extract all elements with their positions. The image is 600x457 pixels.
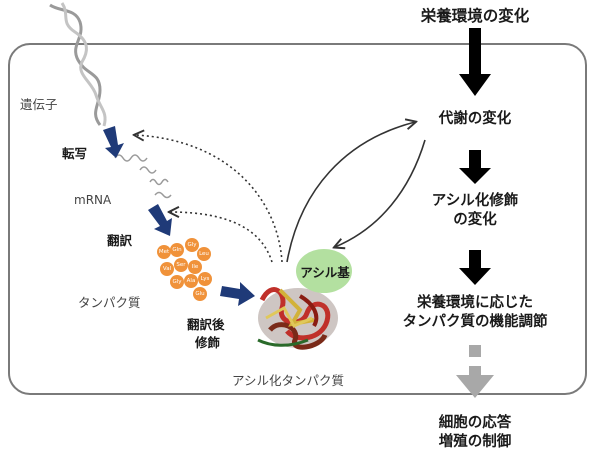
response-line2: 増殖の制御 <box>438 434 512 450</box>
dna-helix-icon <box>49 2 107 127</box>
response-line1: 細胞の応答 <box>438 415 512 431</box>
mrna-strand-icon <box>114 154 172 199</box>
flow-arrows <box>459 28 491 285</box>
amino-acid: Ser <box>174 258 188 272</box>
translation-label: 翻訳 <box>107 233 133 248</box>
amino-acid: Glu <box>193 287 207 301</box>
regulation-line2: タンパク質の機能調節 <box>402 314 548 330</box>
metabolic-change-text: 代謝の変化 <box>438 111 512 127</box>
metabolism-to-acyl-arrow <box>335 139 426 247</box>
amino-acid: Ile <box>188 260 202 274</box>
mrna-label: mRNA <box>74 193 112 207</box>
amino-acid: Leu <box>197 247 211 261</box>
regulation-line1: 栄養環境に応じた <box>417 295 533 311</box>
amino-acid: Lys <box>198 272 212 286</box>
feedback-arrow-to-mrna <box>170 212 273 263</box>
transcription-label: 転写 <box>62 146 88 161</box>
acylated-protein-label: アシル化タンパク質 <box>232 373 345 388</box>
cell-response-label: 細胞の応答 増殖の制御 <box>375 414 575 452</box>
amino-acid: Val <box>160 262 174 276</box>
amino-acid: Gln <box>170 243 184 257</box>
acyl-mod-line1: アシル化修飾 <box>431 193 519 209</box>
acyl-group-bubble <box>296 249 352 293</box>
protein-label: タンパク質 <box>78 295 141 310</box>
process-arrows <box>103 126 255 306</box>
acyl-group-label: アシル基 <box>300 265 350 280</box>
ptm-label-line2: 修飾 <box>195 335 221 350</box>
faded-flow-arrow <box>456 345 494 398</box>
feedback-arrow-to-gene <box>135 135 283 263</box>
metabolic-change-label: 代謝の変化 <box>375 110 575 129</box>
amino-acid: Gly <box>185 238 199 252</box>
function-regulation-label: 栄養環境に応じた タンパク質の機能調節 <box>375 294 575 332</box>
ptm-label-line1: 翻訳後 <box>187 317 225 332</box>
acyl-mod-line2: の変化 <box>453 212 497 228</box>
gene-label: 遺伝子 <box>20 97 58 112</box>
top-title: 栄養環境の変化 <box>420 7 530 25</box>
amino-acid: Met <box>157 245 171 259</box>
acyl-modification-change-label: アシル化修飾 の変化 <box>375 192 575 230</box>
protein-structure-icon <box>257 287 338 350</box>
amino-acid: Gly <box>170 275 184 289</box>
protein-to-metabolism-arrow <box>286 122 415 263</box>
amino-acid: Ala <box>184 274 198 288</box>
